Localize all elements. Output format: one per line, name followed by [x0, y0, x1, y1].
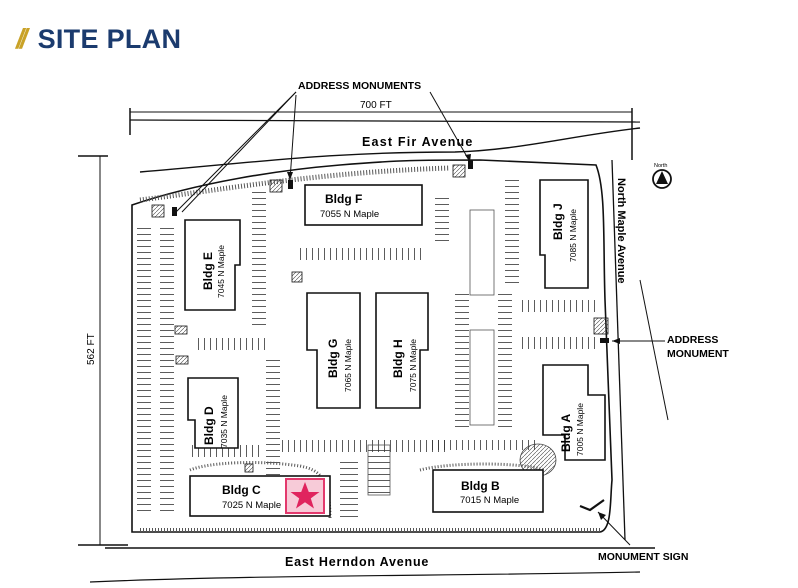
- building-f[interactable]: Bldg F 7055 N Maple: [304, 184, 423, 226]
- building-g-name: Bldg G: [326, 339, 340, 378]
- parking-row: [520, 337, 595, 349]
- parking-row: [455, 290, 469, 430]
- parking-row: [340, 460, 358, 520]
- utility-box: [291, 271, 303, 283]
- address-monument-label-line1: ADDRESS: [667, 334, 718, 346]
- monument-marker: [468, 160, 473, 169]
- building-h[interactable]: Bldg H 7075 N Maple: [375, 292, 429, 409]
- monument-box: [593, 317, 609, 335]
- callout-address-monument: ADDRESS MONUMENT: [612, 334, 729, 360]
- height-label: 562 FT: [86, 333, 97, 365]
- parking-row: [430, 440, 540, 450]
- building-a-address: 7005 N Maple: [575, 403, 585, 456]
- building-h-address: 7075 N Maple: [408, 339, 418, 392]
- monument-box: [269, 179, 283, 193]
- building-f-name: Bldg F: [325, 192, 362, 206]
- accent-slashes: //: [16, 23, 27, 54]
- building-e[interactable]: Bldg E 7045 N Maple: [184, 219, 241, 311]
- building-c-name: Bldg C: [222, 483, 261, 497]
- building-d-name: Bldg D: [202, 406, 216, 445]
- monument-sign-icon: [579, 499, 605, 512]
- width-label: 700 FT: [360, 100, 392, 111]
- parking-row: [266, 355, 280, 475]
- street-label-north: East Fir Avenue: [362, 135, 474, 149]
- building-f-address: 7055 N Maple: [320, 209, 379, 220]
- parking-row: [252, 190, 266, 330]
- parking-row: [435, 195, 449, 245]
- monument-box: [151, 204, 165, 218]
- building-c-address: 7025 N Maple: [222, 500, 281, 511]
- building-b-address: 7015 N Maple: [460, 495, 519, 506]
- callout-address-monuments: ADDRESS MONUMENTS: [175, 80, 471, 213]
- callout-monument-sign: MONUMENT SIGN: [579, 499, 688, 563]
- street-east-fir: East Fir Avenue: [129, 119, 641, 173]
- street-label-south: East Herndon Avenue: [285, 555, 429, 569]
- parking-row: [160, 225, 174, 515]
- highlight-marker: [285, 478, 325, 514]
- parking-row: [195, 338, 265, 350]
- north-arrow-icon: North: [652, 163, 672, 189]
- parking-island: [469, 209, 495, 296]
- width-dimension: 700 FT: [129, 100, 633, 160]
- parking-stalls: [137, 175, 595, 520]
- building-e-address: 7045 N Maple: [216, 245, 226, 298]
- parking-row: [300, 248, 425, 260]
- parking-row: [505, 175, 519, 285]
- parking-row: [137, 225, 151, 515]
- building-d-address: 7035 N Maple: [219, 395, 229, 448]
- utility-box: [175, 355, 189, 365]
- monument-marker: [600, 338, 609, 343]
- building-b-name: Bldg B: [461, 479, 500, 493]
- parking-island: [469, 329, 495, 426]
- utility-box: [174, 325, 188, 335]
- monument-marker: [172, 207, 177, 216]
- monument-sign-label: MONUMENT SIGN: [598, 551, 688, 563]
- star-icon: [290, 482, 320, 509]
- street-north-maple: North Maple Avenue: [611, 159, 669, 541]
- building-j-name: Bldg J: [551, 203, 565, 240]
- height-dimension: 562 FT: [78, 155, 128, 546]
- monument-marker: [288, 180, 293, 189]
- building-b[interactable]: Bldg B 7015 N Maple: [432, 469, 544, 513]
- street-label-east: North Maple Avenue: [615, 178, 627, 284]
- utility-box: [244, 463, 254, 473]
- building-g-address: 7065 N Maple: [343, 339, 353, 392]
- building-j-address: 7085 N Maple: [568, 209, 578, 262]
- building-j[interactable]: Bldg J 7085 N Maple: [539, 179, 589, 289]
- building-a-name: Bldg A: [559, 413, 573, 452]
- building-a[interactable]: Bldg A 7005 N Maple: [542, 364, 606, 461]
- site-fixtures: [151, 160, 609, 473]
- address-monuments-label: ADDRESS MONUMENTS: [298, 80, 421, 92]
- building-d[interactable]: Bldg D 7035 N Maple: [187, 377, 239, 449]
- page-title: SITE PLAN: [37, 23, 182, 54]
- parking-island: [367, 444, 391, 496]
- building-h-name: Bldg H: [391, 339, 405, 378]
- parking-row: [520, 300, 595, 312]
- page-header: // SITE PLAN: [16, 22, 181, 56]
- building-e-name: Bldg E: [201, 252, 215, 290]
- compass-label: North: [654, 163, 667, 169]
- parking-row: [280, 440, 450, 452]
- address-monument-label-line2: MONUMENT: [667, 348, 729, 360]
- parking-row: [498, 290, 512, 430]
- street-east-herndon: East Herndon Avenue: [89, 547, 655, 583]
- building-g[interactable]: Bldg G 7065 N Maple: [306, 292, 361, 409]
- monument-box: [452, 164, 466, 178]
